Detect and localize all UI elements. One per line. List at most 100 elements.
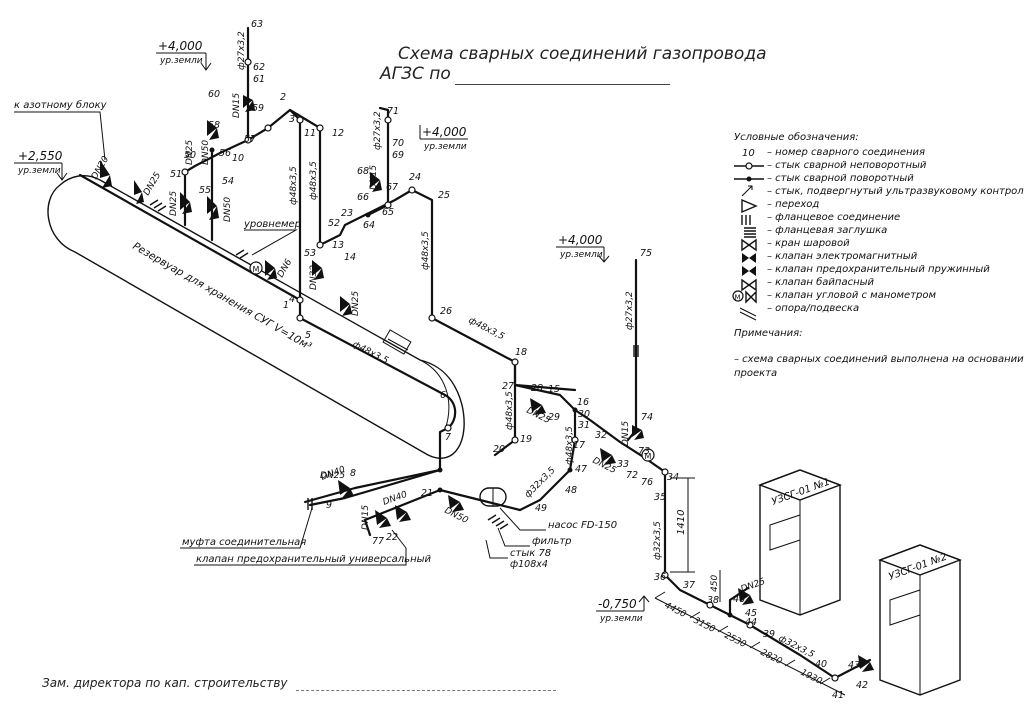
dn-19: DN25 <box>740 577 767 595</box>
svg-text:М: М <box>253 265 260 274</box>
elev-1-value: +4,000 <box>158 39 203 53</box>
dn-6: DN15 <box>232 93 242 118</box>
joint-8: 8 <box>350 468 356 479</box>
joint-55: 55 <box>199 185 211 196</box>
joint-2: 2 <box>280 92 286 103</box>
pipe-label-p1: ф27х3,2 <box>237 31 247 70</box>
joint-15: 15 <box>548 384 560 395</box>
joint-38: 38 <box>707 595 719 606</box>
elev-2-value: +2,550 <box>18 149 63 163</box>
legend-item-11: – клапан угловой с манометром <box>767 290 937 301</box>
joint-3: 3 <box>289 114 295 125</box>
legend-item-12: – опора/подвеска <box>767 303 860 314</box>
legend-item-6: – фланцевая заглушка <box>767 225 888 236</box>
dn-11: DN25 <box>320 471 345 481</box>
dn-1: DN25 <box>142 171 163 198</box>
joint-26: 26 <box>440 306 452 317</box>
joint-51: 51 <box>170 169 182 180</box>
joint-25: 25 <box>438 190 450 201</box>
joint-33: 33 <box>617 459 629 470</box>
joint-62: 62 <box>253 62 265 73</box>
pipe-label-p12: ф32х3,5 <box>653 521 663 560</box>
note-line1: – схема сварных соединений выполнена на … <box>734 354 1024 365</box>
elev-5-value: -0,750 <box>598 597 637 611</box>
dispenser-uzsg2: УЗСГ-01 №2 <box>878 544 962 696</box>
svg-text:М: М <box>645 452 652 461</box>
elevation-marks: +4,000 ур.земли +2,550 ур.земли +4,000 у… <box>14 39 650 624</box>
joint-58: 58 <box>208 120 220 131</box>
joint-numbers: 1 2 3 4 5 6 7 8 9 10 11 12 13 14 15 16 1… <box>170 19 868 701</box>
legend-item-4: – переход <box>767 199 820 210</box>
dim-1410: 1410 <box>676 510 687 535</box>
dn-17: DN15 <box>621 421 631 446</box>
legend-item-0: – номер сварного соединения <box>767 147 926 158</box>
joint-67: 67 <box>386 182 398 193</box>
dn-10: DN15 <box>369 165 379 190</box>
joint-49: 49 <box>535 503 547 514</box>
dn-3: DN50 <box>223 197 233 222</box>
pipe-label-p11: ф32х3,5 <box>523 465 558 500</box>
joint-31: 31 <box>578 420 590 431</box>
joint-28: 28 <box>531 383 543 394</box>
leader-labels: к азотному блоку уровнемер муфта соедини… <box>14 99 617 570</box>
dim-1930: 1930 <box>799 668 824 687</box>
dispenser-uzsg1: УЗСГ-01 №1 <box>758 469 842 616</box>
dim-450: 450 <box>710 575 720 592</box>
joint-7: 7 <box>445 432 451 443</box>
dim-2820: 2820 <box>759 648 784 667</box>
joint-23: 23 <box>341 208 353 219</box>
pipelines <box>78 26 872 680</box>
dn-13: DN15 <box>361 505 371 530</box>
joint-61: 61 <box>253 74 265 85</box>
pump-label: насос FD-150 <box>548 520 617 531</box>
legend-item-7: – кран шаровой <box>767 238 850 249</box>
joint-17: 17 <box>573 440 585 451</box>
joint-43: 43 <box>848 660 860 671</box>
legend-number-symbol: 10 <box>742 148 755 159</box>
joint-73: 73 <box>638 446 650 457</box>
joint-13: 13 <box>332 240 344 251</box>
joint-75: 75 <box>640 248 652 259</box>
dim-4450: 4450 <box>663 601 688 620</box>
title-underline <box>455 84 670 85</box>
joint-6: 6 <box>440 390 446 401</box>
joint-24: 24 <box>409 172 421 183</box>
joint-20: 20 <box>493 444 505 455</box>
joint-70: 70 <box>392 138 404 149</box>
joint-22: 22 <box>386 532 398 543</box>
joint-50: 50 <box>184 150 196 161</box>
level-gauge-label: уровнемер <box>243 219 301 230</box>
note-line2: проекта <box>734 368 778 379</box>
joint-1: 1 <box>283 300 289 311</box>
filter-label: фильтр <box>532 536 572 547</box>
pipe-label-p3: ф27х3,2 <box>625 291 635 330</box>
joint-35: 35 <box>654 492 666 503</box>
joint-40: 40 <box>815 659 827 670</box>
signature-line <box>296 690 556 691</box>
joint-41: 41 <box>832 690 844 701</box>
joint-34: 34 <box>667 472 679 483</box>
elev-4-value: +4,000 <box>558 233 603 247</box>
dn-0: DN20 <box>90 155 111 182</box>
dn-5: DN50 <box>201 140 211 165</box>
pump-fd150 <box>479 487 507 507</box>
universal-valve-label: клапан предохранительный универсальный <box>196 554 432 565</box>
dn-4: DN25 <box>185 140 195 165</box>
joint-42: 42 <box>856 680 868 691</box>
joint-57: 57 <box>244 134 256 145</box>
joint-66: 66 <box>357 192 369 203</box>
dn-9: DN25 <box>351 291 361 316</box>
joint-47: 47 <box>575 464 587 475</box>
scheme-title-line1: Схема сварных соединений газопровода <box>398 44 767 64</box>
joint-53: 53 <box>304 248 316 259</box>
joint-9: 9 <box>326 500 332 511</box>
pipe-label-p5: ф48х3,5 <box>309 161 319 200</box>
joint-65: 65 <box>382 207 394 218</box>
joint-5: 5 <box>305 330 311 341</box>
joint-36: 36 <box>654 572 666 583</box>
joint-32: 32 <box>595 430 607 441</box>
dim-3150: 3150 <box>692 616 717 635</box>
elev-2-ground: ур.земли <box>17 166 61 176</box>
legend-item-1: – стык сварной неповоротный <box>767 160 927 171</box>
